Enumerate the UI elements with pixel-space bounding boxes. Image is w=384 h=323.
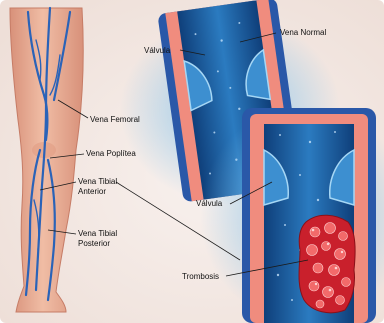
popliteal-vein-label: Vena Poplítea bbox=[86, 149, 136, 158]
posterior-tibial-label-line1: Vena Tibial bbox=[78, 229, 117, 238]
valve-label-bottom: Válvula bbox=[196, 199, 222, 208]
normal-vein-label: Vena Normal bbox=[280, 28, 326, 37]
anterior-tibial-label-line1: Vena Tibial bbox=[78, 177, 117, 186]
femoral-vein-label: Vena Femoral bbox=[90, 115, 140, 124]
anterior-tibial-label-line2: Anterior bbox=[78, 187, 106, 196]
thrombosis-label: Trombosis bbox=[182, 272, 219, 281]
valve-label-top: Válvula bbox=[144, 46, 170, 55]
blood-clot bbox=[299, 215, 355, 313]
posterior-tibial-label-line2: Posterior bbox=[78, 239, 110, 248]
